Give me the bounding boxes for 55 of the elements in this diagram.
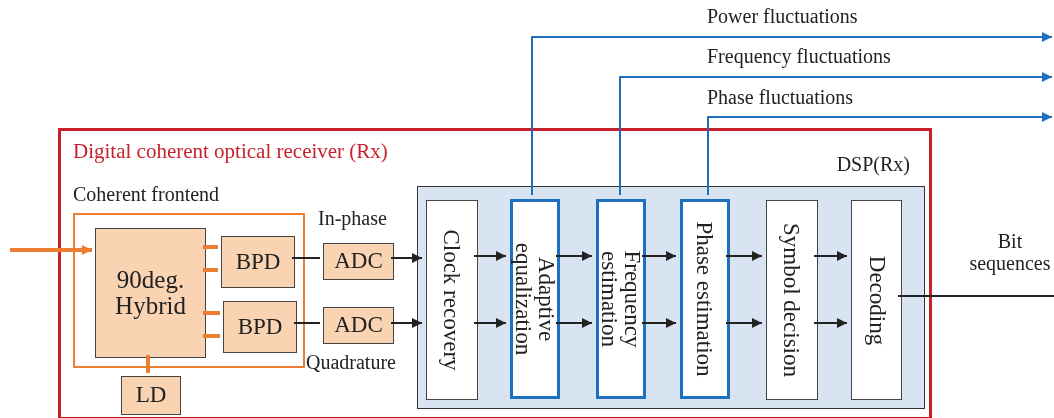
process-box: [596, 199, 646, 399]
arrow: [473, 251, 507, 261]
arrow: [641, 318, 677, 328]
connector-line: [203, 334, 220, 338]
edge-label: Frequency fluctuations: [707, 45, 891, 67]
connector-line: [203, 245, 218, 249]
connector-line: [291, 257, 321, 259]
process-label: Frequency estimation: [596, 249, 646, 350]
arrow: [619, 72, 1053, 196]
process-label: Adaptive equalization: [510, 241, 560, 358]
arrow: [813, 318, 848, 328]
block-box: [323, 307, 394, 344]
process-label: Phase estimation: [691, 220, 719, 379]
process-box: [510, 199, 560, 399]
block-box: [221, 236, 295, 288]
arrow: [531, 32, 1053, 196]
block-label: ADC: [333, 311, 384, 340]
block-label: 90deg. Hybrid: [114, 264, 187, 321]
arrow: [390, 318, 423, 328]
signal-label: Quadrature: [306, 351, 396, 374]
arrow: [10, 245, 92, 255]
frame-title: Digital coherent optical receiver (Rx): [73, 139, 388, 164]
process-box: [766, 200, 818, 400]
process-box: [680, 199, 730, 399]
process-box: [426, 200, 478, 400]
arrow: [555, 251, 593, 261]
block-box: [323, 243, 394, 280]
group-title: Coherent frontend: [73, 183, 220, 206]
arrow: [813, 251, 848, 261]
process-label: Clock recovery: [438, 228, 466, 373]
arrow: [473, 318, 507, 328]
process-box: [851, 200, 902, 400]
arrow: [707, 112, 1053, 196]
block-label: BPD: [234, 247, 282, 276]
arrow: [641, 251, 677, 261]
signal-label: In-phase: [318, 207, 387, 230]
process-label: Symbol decision: [778, 222, 806, 379]
arrow: [725, 318, 763, 328]
block-box: [95, 228, 206, 358]
arrow: [390, 253, 423, 263]
arrow: [725, 251, 763, 261]
connector-line: [203, 311, 220, 315]
connector-line: [293, 322, 321, 324]
arrow: [555, 318, 593, 328]
block-box: [121, 376, 181, 415]
block-box: [223, 301, 297, 353]
panel-title: DSP(Rx): [836, 153, 910, 176]
connector-line: [146, 355, 150, 373]
connector-line: [203, 268, 218, 272]
connector-line: [897, 295, 1054, 297]
block-label: BPD: [236, 312, 284, 341]
receiver-frame: [58, 128, 932, 418]
block-label: ADC: [333, 247, 384, 276]
process-label: Decoding: [863, 254, 890, 347]
block-label: LD: [134, 381, 168, 410]
